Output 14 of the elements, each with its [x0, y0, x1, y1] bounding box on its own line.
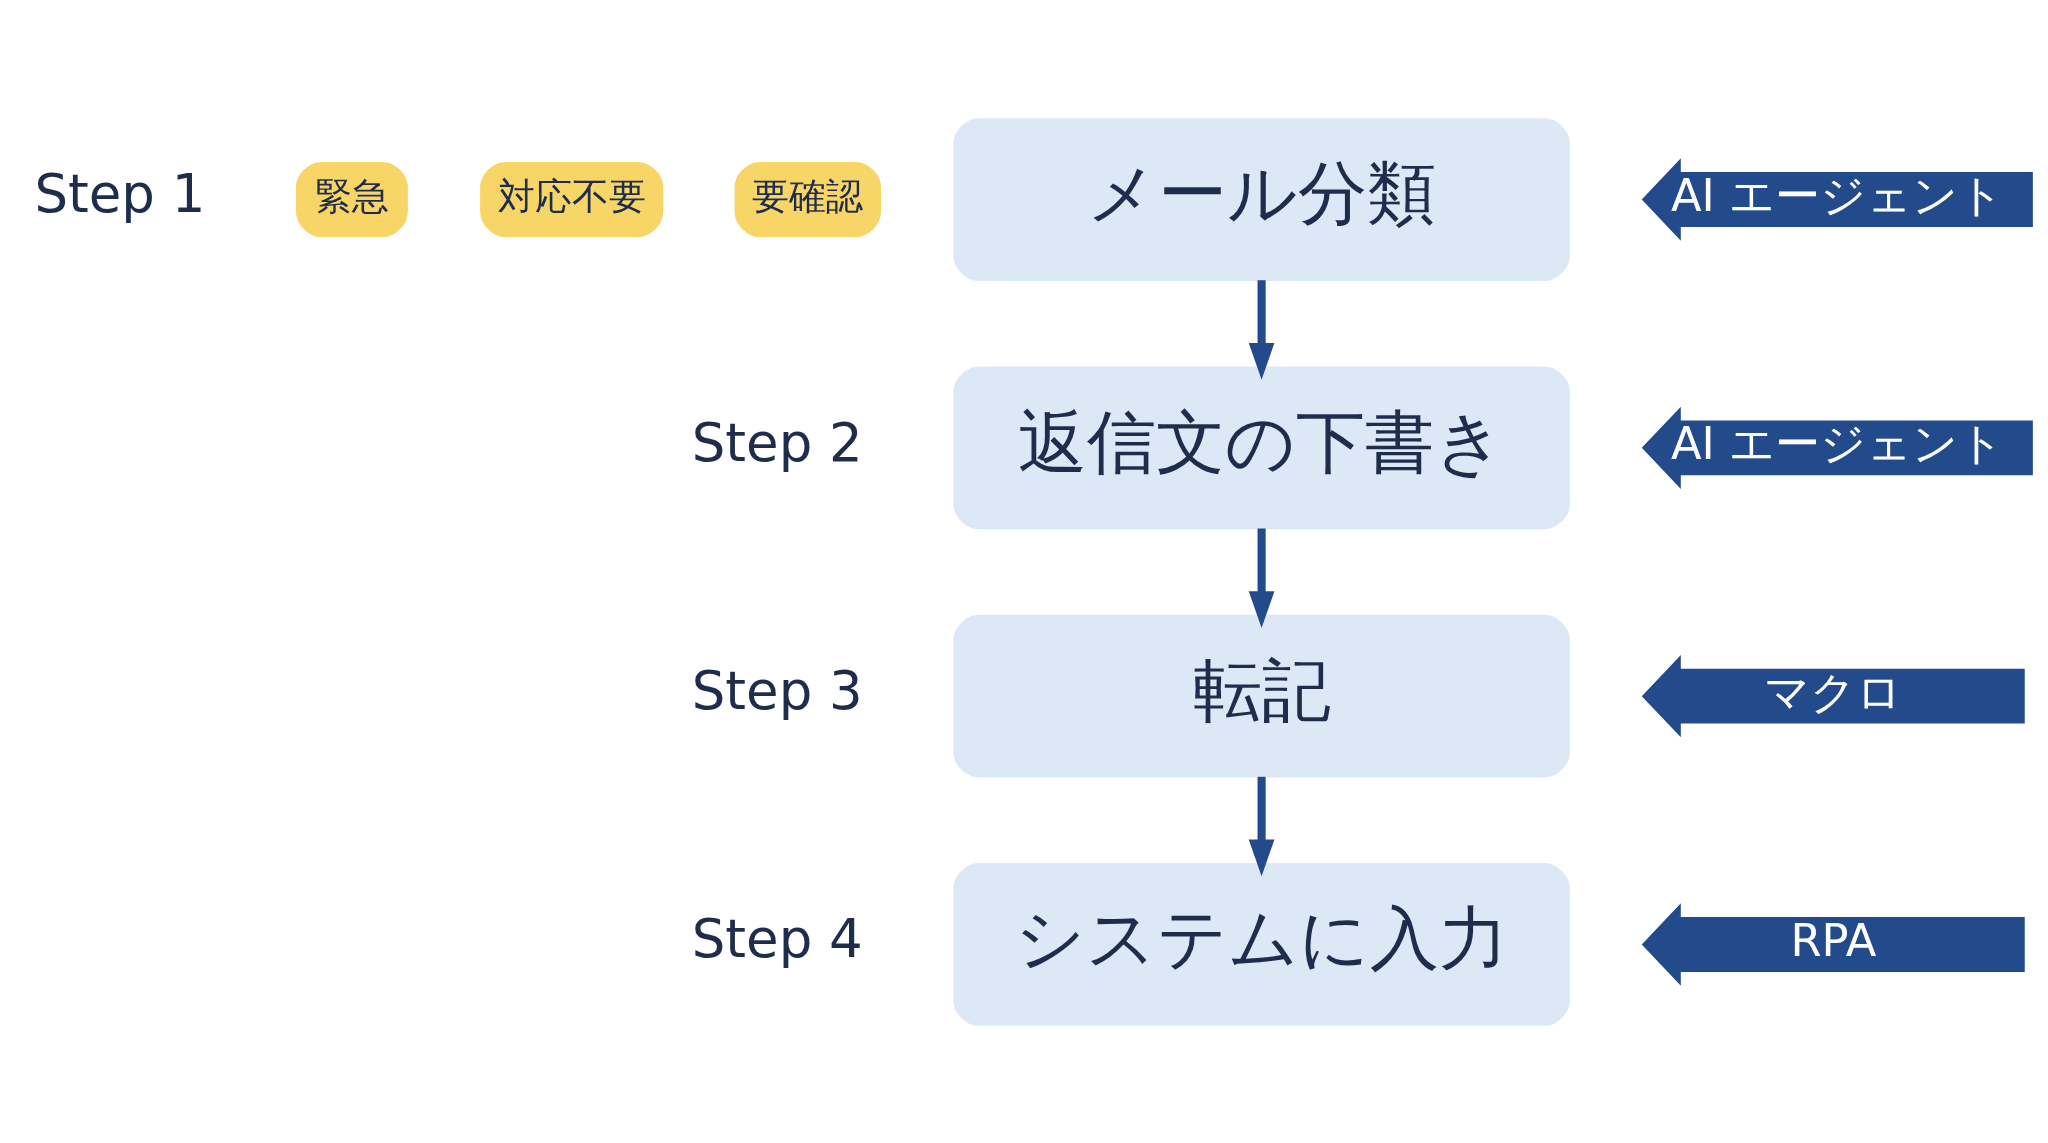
- node-box: 返信文の下書き: [952, 365, 1570, 529]
- arrow: [1248, 528, 1274, 628]
- node-box: 対応不要: [479, 161, 663, 237]
- label: Step 1: [33, 162, 205, 224]
- label: Step 2: [691, 411, 863, 473]
- label: Step 4: [691, 907, 863, 969]
- arrow: [1248, 776, 1274, 876]
- node-box: 転記: [952, 614, 1570, 778]
- node-box: メール分類: [952, 117, 1570, 281]
- node-box: 緊急: [295, 161, 408, 237]
- arrow: [1248, 279, 1274, 380]
- node-box: 要確認: [734, 161, 881, 237]
- label: Step 3: [691, 659, 863, 721]
- node-box: システムに入力: [952, 862, 1570, 1026]
